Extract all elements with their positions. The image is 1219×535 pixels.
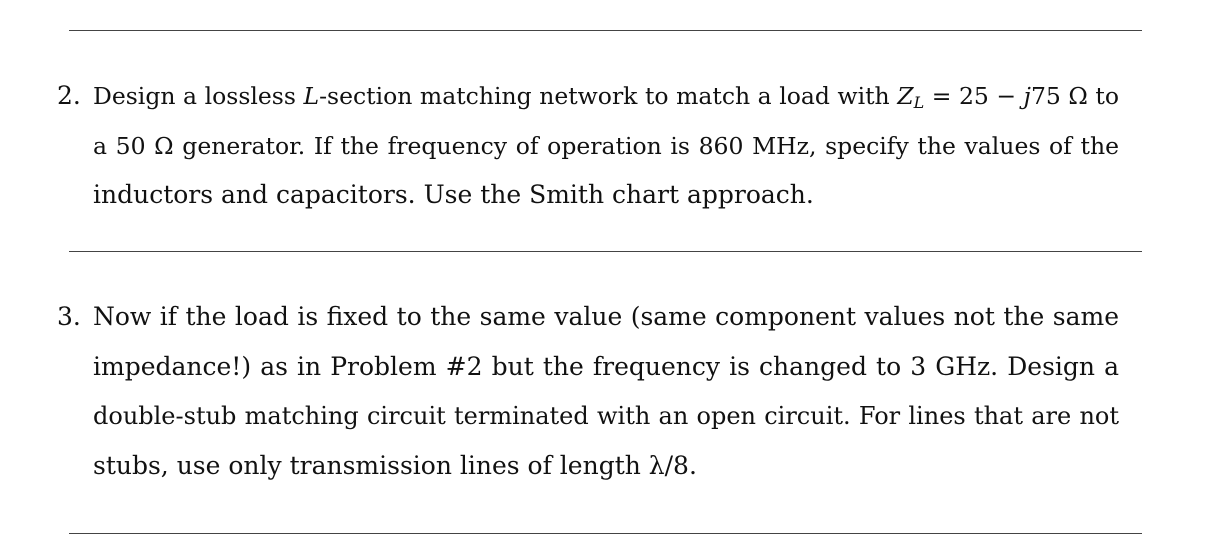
math-subscript: L: [913, 93, 925, 112]
problem-text-line: impedance!) as in Problem #2 but the fre…: [93, 347, 1119, 387]
text-run: 75 Ω to: [1030, 82, 1120, 110]
problem-text-line: stubs, use only transmission lines of le…: [93, 446, 1119, 486]
problem-text-line: Design a lossless L-section matching net…: [93, 76, 1119, 116]
text-run: Design a lossless: [93, 82, 304, 110]
text-run: Now if the load is fixed to the same val…: [93, 302, 1119, 331]
problem-text-line: inductors and capacitors. Use the Smith …: [93, 175, 1119, 215]
middle-divider: [69, 251, 1142, 252]
problem-text-line: a 50 Ω generator. If the frequency of op…: [93, 126, 1119, 166]
text-run: stubs, use only transmission lines of le…: [93, 451, 697, 480]
math-variable: L: [303, 82, 320, 110]
bottom-divider: [69, 533, 1142, 534]
text-run: = 25 −: [924, 82, 1024, 110]
problem-text-line: Now if the load is fixed to the same val…: [93, 297, 1119, 337]
math-variable: j: [1023, 82, 1031, 110]
problem-text-line: double-stub matching circuit terminated …: [93, 396, 1119, 436]
math-variable: Z: [897, 82, 914, 110]
text-run: inductors and capacitors. Use the Smith …: [93, 180, 814, 209]
problem-number: 3.: [57, 302, 81, 331]
top-divider: [69, 30, 1142, 31]
problem-number: 2.: [57, 81, 81, 110]
text-run: double-stub matching circuit terminated …: [93, 402, 1119, 430]
text-run: a 50 Ω generator. If the frequency of op…: [93, 132, 1119, 160]
text-run: impedance!) as in Problem #2 but the fre…: [93, 352, 1119, 381]
text-run: -section matching network to match a loa…: [319, 82, 898, 110]
